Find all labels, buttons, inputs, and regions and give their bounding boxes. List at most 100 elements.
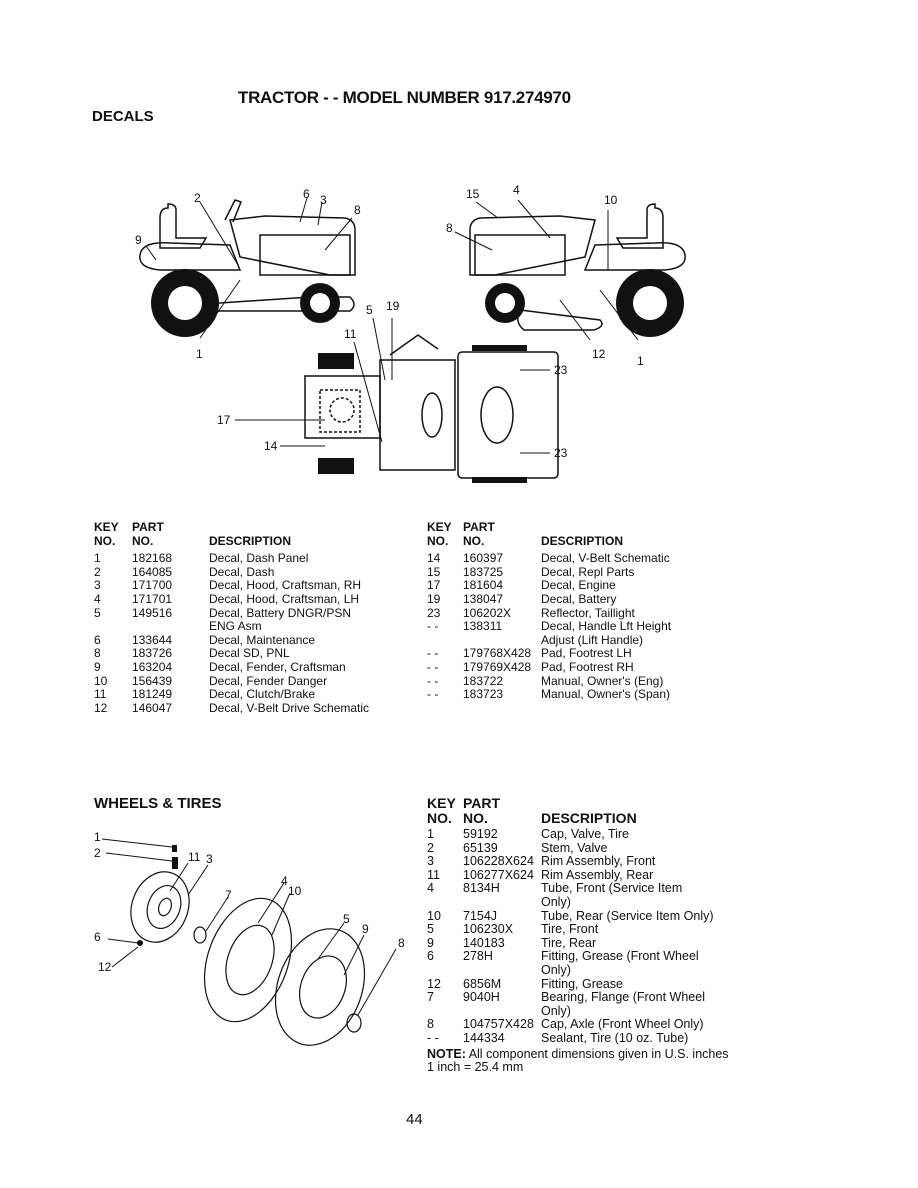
wheel-callout-3: 3 [206,852,213,866]
part-no-cell: 144334 [463,1030,505,1045]
part-no-cell: 59192 [463,827,498,841]
part-no-cell: 278H [463,949,493,964]
callout-8: 8 [354,203,361,217]
part-no-cell: 181249 [132,687,173,702]
wheel-callout-1: 1 [94,830,101,844]
callout-17: 17 [217,413,231,427]
table-row: Only) [427,963,747,978]
callout-5: 5 [366,303,373,317]
decals-diagram: 2 6 3 8 9 1 15 4 10 8 12 1 5 19 11 17 14… [135,183,686,483]
description-cell: Bearing, Flange (Front Wheel [541,990,705,1005]
key-cell: 4 [427,881,434,896]
description-cell: Decal, Battery [541,591,617,606]
key-cell: 2 [427,840,434,855]
callout-23b: 23 [554,446,568,460]
part-no-cell: 183725 [463,564,504,579]
callout-3: 3 [320,193,327,207]
callout-2: 2 [194,191,201,205]
description-cell: Decal, Clutch/Brake [209,687,316,702]
key-cell: - - [427,687,439,702]
table-row: 4 171701 Decal, Hood, Craftsman, LH [94,591,404,607]
description-cell: Rim Assembly, Front [541,854,656,869]
part-no-cell: 171701 [132,591,173,606]
wheel-callout-4: 4 [281,874,288,888]
tractor-left-view [139,199,356,312]
callout-12: 12 [592,347,606,361]
part-no-cell: 149516 [132,605,173,620]
part-no-cell: 181604 [463,578,504,593]
part-no-cell: 133644 [132,632,173,647]
description-cell: Decal, V-Belt Drive Schematic [209,700,370,715]
part-no-cell: 9040H [463,990,500,1005]
wheels-diagram: 1 2 11 3 4 10 7 5 9 8 6 12 [94,830,405,1046]
key-cell: 14 [427,551,441,566]
callout-10: 10 [604,193,618,207]
key-cell: 4 [94,591,101,606]
callout-4: 4 [513,183,520,197]
description-cell: Decal, Fender, Craftsman [209,659,346,674]
description-cell: Manual, Owner's (Eng) [541,673,664,688]
description-cell: Decal, Engine [541,578,616,593]
description-cell: Rim Assembly, Rear [541,867,654,882]
key-cell: 11 [94,687,107,702]
table-row: Adjust (Lift Handle) [427,633,727,648]
key-cell: - - [427,646,439,661]
key-cell: 8 [427,1017,434,1032]
key-cell: 2 [94,564,101,579]
key-cell: 6 [427,949,434,964]
part-no-cell: 106228X624 [463,854,534,869]
valve-parts [137,845,178,946]
key-cell: 12 [427,976,441,991]
part-no-cell: 6856M [463,976,502,991]
key-cell: - - [427,659,439,674]
key-cell: 7 [427,990,434,1005]
description-cell: Decal, Repl Parts [541,564,635,579]
decal-leader-lines [145,197,639,454]
wheel-callout-8: 8 [398,936,405,950]
description-cell: Decal, Hood, Craftsman, LH [209,591,360,606]
key-cell: 9 [94,659,101,674]
key-cell: 1 [427,827,434,841]
key-cell: 19 [427,591,441,606]
callout-8b: 8 [446,221,453,235]
part-no-cell: 104757X428 [463,1017,534,1032]
description-cell: Only) [541,894,571,909]
key-cell: - - [427,673,439,688]
key-cell: 1 [94,551,101,566]
key-cell: 23 [427,605,441,620]
key-cell: 3 [427,854,434,869]
key-cell: 5 [427,922,434,937]
wheel-callout-7: 7 [225,888,232,902]
key-cell: 12 [94,700,108,715]
page-title: TRACTOR - - MODEL NUMBER 917.274970 [238,88,571,107]
part-no-cell: 106230X [463,922,514,937]
key-cell: 6 [94,632,101,647]
description-cell: Manual, Owner's (Span) [541,687,671,702]
callout-14: 14 [264,439,278,453]
key-cell: 10 [427,908,441,923]
part-no-cell: 140183 [463,935,505,950]
description-cell: Cap, Valve, Tire [541,827,630,841]
wheel-callout-12: 12 [98,960,112,974]
part-no-cell: 179768X428 [463,646,532,661]
table-row: 11 181249 Decal, Clutch/Brake [94,688,404,702]
description-cell: Fitting, Grease (Front Wheel [541,949,699,964]
